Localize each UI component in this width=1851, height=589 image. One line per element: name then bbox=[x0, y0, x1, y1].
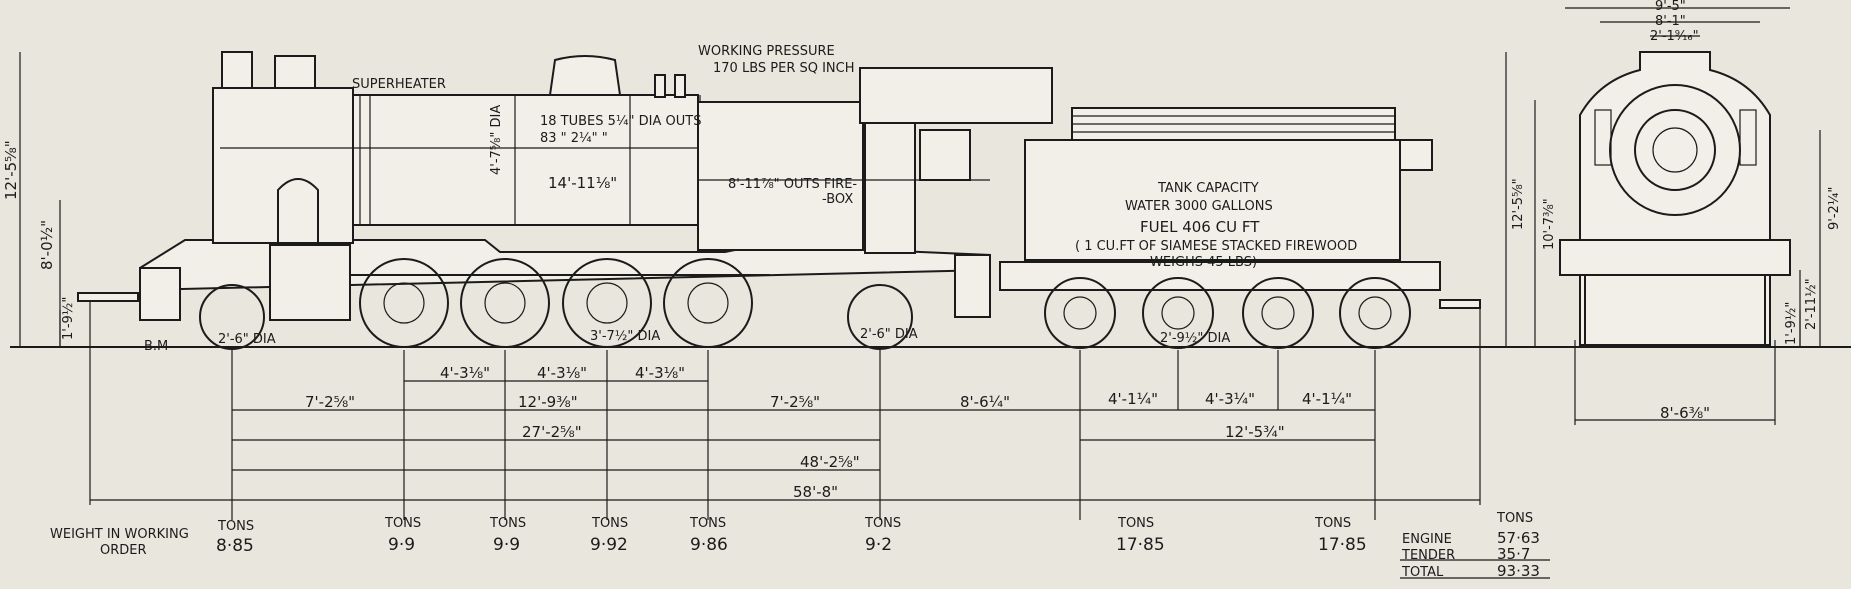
label-tank-fuel: FUEL 406 CU FT bbox=[1140, 218, 1260, 236]
dim-end-height-2: 2'-11½" bbox=[1804, 278, 1819, 330]
axle-weight-5: 9·86 bbox=[690, 535, 728, 555]
dim-9: 4'-3¼" bbox=[1205, 390, 1255, 408]
height-dimensions: 12'-5⅝" 8'-0½" 1'-9½" 12'-5⅝" 10'-7⅜" 9'… bbox=[2, 0, 1842, 422]
label-superheater: SUPERHEATER bbox=[352, 77, 446, 92]
axle-weight-8: 17·85 bbox=[1318, 535, 1367, 555]
tons-label: TONS bbox=[217, 519, 254, 534]
axle-weight-7: 17·85 bbox=[1116, 535, 1165, 555]
label-tank-firewood: ( 1 CU.FT OF SIAMESE STACKED FIREWOOD bbox=[1075, 239, 1357, 254]
dim-1: 7'-2⅝" bbox=[305, 393, 355, 411]
tons-label: TONS bbox=[489, 516, 526, 531]
summary-label-engine: ENGINE bbox=[1402, 532, 1452, 547]
dim-13: 48'-2⅝" bbox=[800, 453, 860, 471]
tons-label: TONS bbox=[1496, 511, 1533, 526]
label-tank-water: WATER 3000 GALLONS bbox=[1125, 199, 1273, 214]
label-boiler-dia: 4'-7⅝" DIA bbox=[489, 105, 504, 175]
weights-summary: TONS ENGINE 57·63 TENDER 35·7 TOTAL 93·3… bbox=[1401, 511, 1540, 580]
summary-value-engine: 57·63 bbox=[1497, 529, 1540, 547]
dim-8: 4'-1¼" bbox=[1108, 390, 1158, 408]
axle-weight-6: 9·2 bbox=[865, 535, 892, 555]
label-working-pressure-value: 170 LBS PER SQ INCH bbox=[713, 61, 855, 76]
dim-height-tender-2: 10'-7⅜" bbox=[1542, 198, 1557, 250]
dim-5: 12'-9⅜" bbox=[518, 393, 578, 411]
dim-12: 12'-5¾" bbox=[1225, 423, 1285, 441]
tons-label: TONS bbox=[1117, 516, 1154, 531]
axle-weight-2: 9·9 bbox=[388, 535, 415, 555]
label-tank-capacity: TANK CAPACITY bbox=[1157, 181, 1259, 196]
dim-14: 58'-8" bbox=[793, 483, 838, 501]
label-boiler-length: 14'-11⅛" bbox=[548, 174, 617, 192]
tons-label: TONS bbox=[864, 516, 901, 531]
axle-weight-4: 9·92 bbox=[590, 535, 628, 555]
summary-label-total: TOTAL bbox=[1401, 565, 1444, 580]
tons-label: TONS bbox=[384, 516, 421, 531]
summary-label-tender: TENDER bbox=[1401, 548, 1455, 563]
label-wheel-trailing: 2'-6" DIA bbox=[860, 327, 918, 342]
dimension-lines bbox=[19, 7, 1821, 579]
dim-end-overall-width: 8'-6⅜" bbox=[1660, 404, 1710, 422]
dim-height-overall: 12'-5⅝" bbox=[2, 140, 20, 200]
axle-weight-1: 8·85 bbox=[216, 536, 254, 556]
label-wheel-front: 2'-6" DIA bbox=[218, 332, 276, 347]
tons-label: TONS bbox=[1314, 516, 1351, 531]
dim-end-height-3: 1'-9½" bbox=[1784, 302, 1799, 345]
component-labels: SUPERHEATER WORKING PRESSURE 170 LBS PER… bbox=[144, 44, 1357, 354]
locomotive-body bbox=[139, 51, 1053, 321]
end-view bbox=[1559, 51, 1791, 346]
dim-end-top: 9'-5" bbox=[1655, 0, 1686, 14]
summary-value-total: 93·33 bbox=[1497, 562, 1540, 580]
locomotive-wheels bbox=[77, 258, 913, 350]
label-wheel-driving: 3'-7½" DIA bbox=[590, 329, 660, 344]
label-wheel-tender: 2'-9½" DIA bbox=[1160, 331, 1230, 346]
axle-weight-3: 9·9 bbox=[493, 535, 520, 555]
label-tank-weighs: WEIGHS 45 LBS) bbox=[1150, 255, 1257, 270]
dim-3: 4'-3⅛" bbox=[537, 364, 587, 382]
dim-height-tender: 12'-5⅝" bbox=[1511, 178, 1526, 230]
dim-11: 27'-2⅝" bbox=[522, 423, 582, 441]
tender-body bbox=[999, 107, 1481, 309]
dim-7: 8'-6¼" bbox=[960, 393, 1010, 411]
weights-heading-2: ORDER bbox=[100, 543, 147, 558]
label-working-pressure: WORKING PRESSURE bbox=[698, 44, 835, 59]
dim-2: 4'-3⅛" bbox=[440, 364, 490, 382]
label-firebox-1: 8'-11⅞" OUTS FIRE- bbox=[728, 177, 857, 192]
dim-6: 7'-2⅝" bbox=[770, 393, 820, 411]
tender-wheels bbox=[1044, 277, 1411, 349]
weights-heading: WEIGHT IN WORKING bbox=[50, 527, 189, 542]
dim-height-buffer: 1'-9½" bbox=[61, 297, 76, 340]
dim-end-width-1: 8'-1" bbox=[1655, 14, 1686, 29]
dim-end-width-2: 2'-1⁹⁄₁₆" bbox=[1650, 29, 1699, 44]
tons-label: TONS bbox=[689, 516, 726, 531]
dim-end-height: 9'-2¼" bbox=[1827, 187, 1842, 230]
dim-4: 4'-3⅛" bbox=[635, 364, 685, 382]
length-dimensions: 7'-2⅝" 4'-3⅛" 4'-3⅛" 4'-3⅛" 12'-9⅜" 7'-2… bbox=[305, 364, 1352, 501]
tons-label: TONS bbox=[591, 516, 628, 531]
label-tubes-1: 18 TUBES 5¼" DIA OUTS bbox=[540, 114, 701, 129]
label-tubes-2: 83 " 2¼" " bbox=[540, 131, 608, 146]
dim-height-boiler: 8'-0½" bbox=[38, 220, 56, 270]
label-maker: B.M bbox=[144, 339, 168, 354]
dim-10: 4'-1¼" bbox=[1302, 390, 1352, 408]
label-firebox-2: -BOX bbox=[822, 192, 853, 207]
summary-value-tender: 35·7 bbox=[1497, 545, 1530, 563]
weights-row: WEIGHT IN WORKING ORDER TONS 8·85 TONS 9… bbox=[50, 516, 1367, 558]
